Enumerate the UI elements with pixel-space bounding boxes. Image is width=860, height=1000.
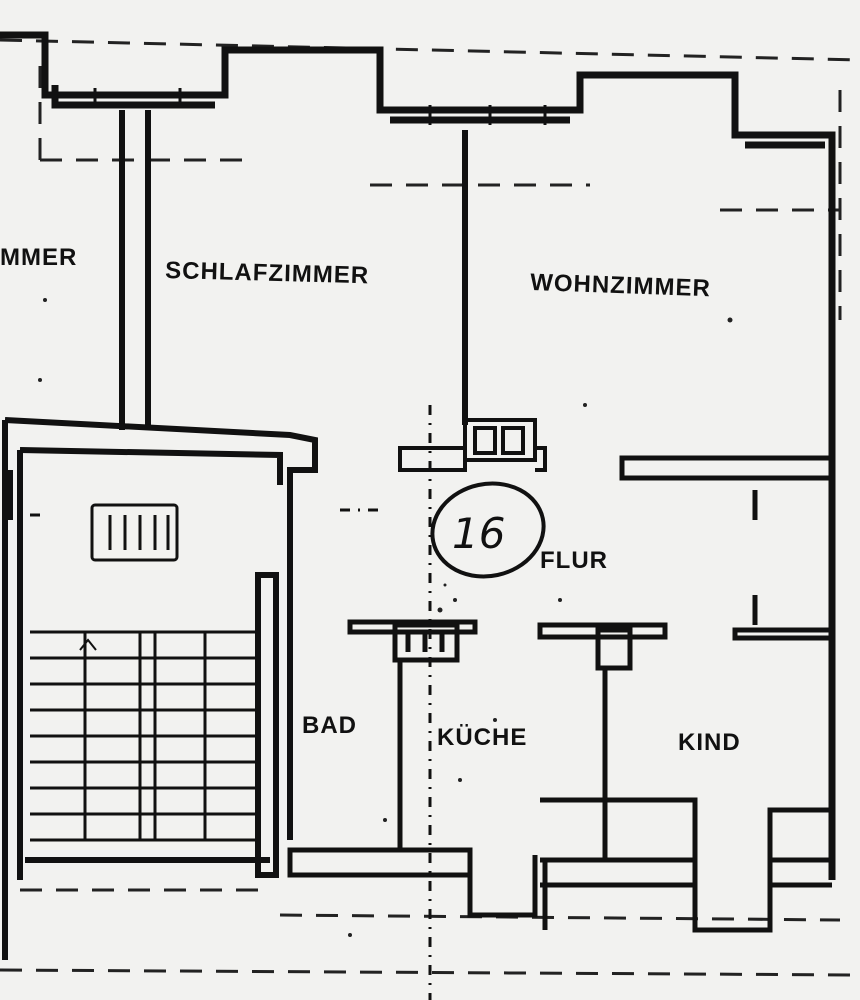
chimney-block — [398, 418, 547, 472]
unit-number-label: 16 — [452, 509, 505, 558]
room-label-flur: FLUR — [540, 547, 608, 574]
room-label-partial: MMER — [0, 244, 77, 271]
interior-wall-corridor — [619, 455, 835, 641]
bath-kitchen-walls — [287, 619, 538, 918]
stairwell — [2, 417, 318, 960]
room-label-kueche: KÜCHE — [437, 724, 527, 751]
exterior-walls — [0, 31, 836, 880]
windows-top — [93, 88, 547, 125]
room-label-wohnzimmer: WOHNZIMMER — [530, 269, 711, 302]
photocopy-specks — [38, 298, 733, 937]
mailbox-symbol — [90, 503, 179, 562]
dashed-boundary — [0, 38, 860, 977]
door-swing-lines — [20, 405, 432, 1000]
stair-arrow-icon — [79, 638, 97, 651]
interior-wall-left — [119, 110, 151, 430]
room-label-schlafzimmer: SCHLAFZIMMER — [165, 257, 370, 289]
stair-treads — [30, 630, 255, 842]
room-label-bad: BAD — [302, 712, 357, 739]
room-label-kind: KIND — [678, 729, 741, 756]
unit-number-marker: 16 — [430, 481, 546, 579]
kinderzimmer-walls — [537, 622, 832, 933]
unit-number-circle — [430, 481, 546, 579]
